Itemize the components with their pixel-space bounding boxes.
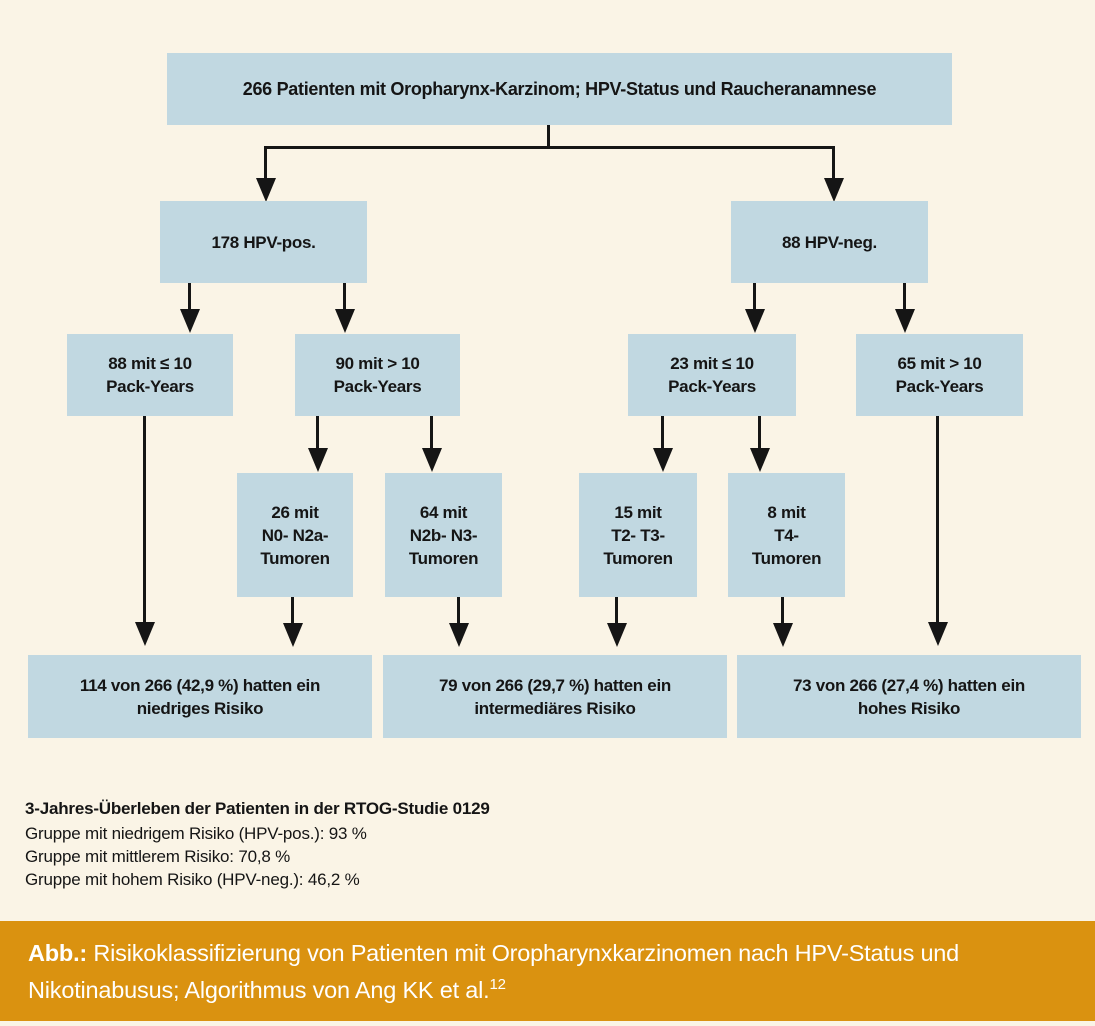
footnote-line-low-risk: Gruppe mit niedrigem Risiko (HPV-pos.): … bbox=[25, 824, 367, 843]
connector-pos-high-line bbox=[343, 283, 346, 311]
figure-caption-bar: Abb.: Risikoklassifizierung von Patiente… bbox=[0, 921, 1095, 1021]
node-n0-n2a-tumors: 26 mit N0- N2a- Tumoren bbox=[237, 473, 353, 597]
arrowhead-pos-low bbox=[180, 309, 200, 333]
node-hpv-pos: 178 HPV-pos. bbox=[160, 201, 367, 283]
connector-to-hpv-neg-line bbox=[832, 146, 835, 180]
arrowhead-n2bn3 bbox=[422, 448, 442, 472]
connector-t4-line bbox=[758, 416, 761, 450]
node-low-risk-result: 114 von 266 (42,9 %) hatten ein niedrige… bbox=[28, 655, 372, 738]
connector-neg-high-line bbox=[903, 283, 906, 311]
connector-t2t3-to-midrisk-line bbox=[615, 597, 618, 625]
node-neg-low-packyears: 23 mit ≤ 10 Pack-Years bbox=[628, 334, 796, 416]
caption-prefix: Abb.: bbox=[28, 940, 88, 966]
arrowhead-t4-to-highrisk bbox=[773, 623, 793, 647]
arrowhead-neg-high bbox=[895, 309, 915, 333]
node-intermediate-risk-result: 79 von 266 (29,7 %) hatten ein intermedi… bbox=[383, 655, 727, 738]
node-high-risk-result: 73 von 266 (27,4 %) hatten ein hohes Ris… bbox=[737, 655, 1081, 738]
arrowhead-to-hpv-pos bbox=[256, 178, 276, 202]
node-n2b-n3-tumors: 64 mit N2b- N3- Tumoren bbox=[385, 473, 502, 597]
arrowhead-to-hpv-neg bbox=[824, 178, 844, 202]
arrowhead-n0n2a bbox=[308, 448, 328, 472]
node-266-patients: 266 Patienten mit Oropharynx-Karzinom; H… bbox=[167, 53, 952, 125]
arrowhead-neg-low bbox=[745, 309, 765, 333]
connector-root-crossbar bbox=[264, 146, 835, 149]
arrowhead-neg-high-to-highrisk bbox=[928, 622, 948, 646]
caption-text: Risikoklassifizierung von Patienten mit … bbox=[28, 940, 960, 1003]
connector-n0n2a-to-lowrisk-line bbox=[291, 597, 294, 625]
node-pos-low-packyears: 88 mit ≤ 10 Pack-Years bbox=[67, 334, 233, 416]
arrowhead-n2bn3-to-midrisk bbox=[449, 623, 469, 647]
node-t4-tumors: 8 mit T4- Tumoren bbox=[728, 473, 845, 597]
connector-n2bn3-to-midrisk-line bbox=[457, 597, 460, 625]
arrowhead-t2t3 bbox=[653, 448, 673, 472]
connector-pos-low-line bbox=[188, 283, 191, 311]
footnote-title: 3-Jahres-Überleben der Patienten in der … bbox=[25, 799, 490, 818]
node-pos-high-packyears: 90 mit > 10 Pack-Years bbox=[295, 334, 460, 416]
footnote-line-high-risk: Gruppe mit hohem Risiko (HPV-neg.): 46,2… bbox=[25, 870, 360, 889]
connector-n2bn3-line bbox=[430, 416, 433, 450]
connector-n0n2a-line bbox=[316, 416, 319, 450]
arrowhead-t4 bbox=[750, 448, 770, 472]
node-t2-t3-tumors: 15 mit T2- T3- Tumoren bbox=[579, 473, 697, 597]
connector-neg-low-line bbox=[753, 283, 756, 311]
arrowhead-n0n2a-to-lowrisk bbox=[283, 623, 303, 647]
footnote-survival: 3-Jahres-Überleben der Patienten in der … bbox=[25, 797, 490, 891]
arrowhead-t2t3-to-midrisk bbox=[607, 623, 627, 647]
node-hpv-neg: 88 HPV-neg. bbox=[731, 201, 928, 283]
arrowhead-pos-low-to-lowrisk bbox=[135, 622, 155, 646]
caption-reference-superscript: 12 bbox=[489, 976, 506, 994]
connector-t2t3-line bbox=[661, 416, 664, 450]
connector-to-hpv-pos-line bbox=[264, 146, 267, 180]
connector-root-stem bbox=[547, 125, 550, 149]
footnote-line-mid-risk: Gruppe mit mittlerem Risiko: 70,8 % bbox=[25, 847, 291, 866]
connector-neg-high-to-highrisk-line bbox=[936, 416, 939, 624]
connector-pos-low-to-lowrisk-line bbox=[143, 416, 146, 624]
connector-t4-to-highrisk-line bbox=[781, 597, 784, 625]
node-neg-high-packyears: 65 mit > 10 Pack-Years bbox=[856, 334, 1023, 416]
arrowhead-pos-high bbox=[335, 309, 355, 333]
